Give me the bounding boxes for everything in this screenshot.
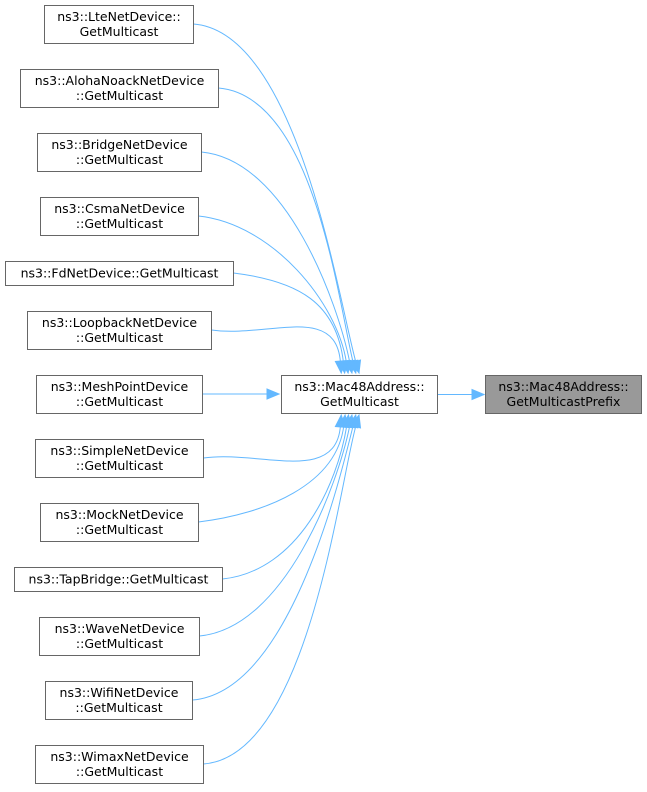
node-meshpoint[interactable]: ns3::MeshPointDevice::GetMulticast [36, 375, 203, 414]
edge-line [198, 215, 347, 363]
node-label-line: ::GetMulticast [76, 522, 163, 537]
edge-meshpoint [202, 388, 281, 400]
node-label-line: ns3::WifiNetDevice [60, 685, 179, 700]
graph-nodes: ns3::LteNetDevice::GetMulticastns3::Aloh… [5, 5, 642, 784]
edge-line [201, 151, 351, 363]
node-label-line: ::GetMulticast [76, 458, 163, 473]
edge-arrowhead [266, 388, 281, 400]
node-fd[interactable]: ns3::FdNetDevice::GetMulticast [5, 261, 234, 286]
node-label-line: ::GetMulticast [76, 152, 163, 167]
node-loopback[interactable]: ns3::LoopbackNetDevice::GetMulticast [27, 311, 212, 350]
graph-edges [192, 23, 486, 765]
node-label-line: ns3::Mac48Address:: [294, 379, 424, 394]
node-label-line: ::GetMulticast [75, 700, 162, 715]
node-box [27, 311, 212, 350]
edge-line [199, 425, 351, 637]
node-label-line: ns3::SimpleNetDevice [50, 443, 188, 458]
node-bridge[interactable]: ns3::BridgeNetDevice::GetMulticast [37, 133, 202, 172]
node-box [35, 439, 204, 478]
edge-loopback [211, 326, 347, 375]
node-box [36, 375, 203, 414]
node-label-line: GetMulticastPrefix [507, 394, 621, 409]
node-label-line: ns3::CsmaNetDevice [54, 201, 185, 216]
edge-line [192, 425, 354, 701]
edge-line [233, 272, 344, 363]
node-box [485, 375, 642, 414]
edge-fd [233, 272, 349, 375]
node-label-line: ns3::WimaxNetDevice [50, 749, 189, 764]
edge-line [222, 425, 348, 580]
node-box [40, 503, 199, 542]
node-label-line: GetMulticast [80, 24, 159, 39]
node-label-line: GetMulticast [320, 394, 399, 409]
node-box [14, 567, 223, 592]
node-wimax[interactable]: ns3::WimaxNetDevice::GetMulticast [35, 745, 204, 784]
node-box [281, 375, 438, 414]
node-label-line: ::GetMulticast [76, 636, 163, 651]
node-box [5, 261, 234, 286]
edge-line [218, 87, 354, 363]
node-label-line: ns3::MeshPointDevice [51, 379, 189, 394]
node-label-line: ns3::FdNetDevice::GetMulticast [21, 266, 219, 281]
node-label-line: ns3::BridgeNetDevice [51, 137, 188, 152]
edge-line [203, 425, 357, 765]
node-label-line: ns3::MockNetDevice [55, 507, 183, 522]
node-label-line: ::GetMulticast [76, 330, 163, 345]
node-label-line: ns3::LteNetDevice:: [57, 9, 180, 24]
node-mac48_getmulticast[interactable]: ns3::Mac48Address::GetMulticast [281, 375, 438, 414]
edge-line [203, 425, 341, 462]
node-label-line: ns3::LoopbackNetDevice [42, 315, 197, 330]
edge-arrowhead [350, 413, 362, 429]
node-tapbridge[interactable]: ns3::TapBridge::GetMulticast [14, 567, 223, 592]
node-mock[interactable]: ns3::MockNetDevice::GetMulticast [40, 503, 199, 542]
edge-line [211, 326, 341, 363]
node-box [40, 197, 199, 236]
node-csma[interactable]: ns3::CsmaNetDevice::GetMulticast [40, 197, 199, 236]
node-label-line: ::GetMulticast [76, 216, 163, 231]
node-label-line: ns3::WaveNetDevice [55, 621, 185, 636]
edge-simple [203, 413, 347, 462]
node-label-line: ns3::AlohaNoackNetDevice [35, 73, 205, 88]
edge-center-to-target [437, 388, 486, 401]
node-box [45, 681, 193, 720]
node-box [35, 745, 204, 784]
edge-mock [198, 413, 350, 523]
edge-line [198, 425, 345, 523]
node-label-line: ns3::Mac48Address:: [498, 379, 628, 394]
node-box [20, 69, 219, 108]
node-simple[interactable]: ns3::SimpleNetDevice::GetMulticast [35, 439, 204, 478]
node-label-line: ::GetMulticast [76, 764, 163, 779]
edge-arrowhead [471, 388, 486, 401]
node-box [44, 5, 194, 44]
edge-line [193, 23, 357, 363]
node-label-line: ::GetMulticast [76, 88, 163, 103]
node-wave[interactable]: ns3::WaveNetDevice::GetMulticast [39, 617, 200, 656]
edge-wimax [203, 413, 362, 765]
edge-wave [199, 413, 356, 637]
node-mac48_prefix[interactable]: ns3::Mac48Address::GetMulticastPrefix [485, 375, 642, 414]
node-aloha[interactable]: ns3::AlohaNoackNetDevice::GetMulticast [20, 69, 219, 108]
node-label-line: ns3::TapBridge::GetMulticast [29, 572, 209, 587]
node-box [37, 133, 202, 172]
node-box [39, 617, 200, 656]
edge-csma [198, 215, 352, 375]
node-label-line: ::GetMulticast [76, 394, 163, 409]
node-lte[interactable]: ns3::LteNetDevice::GetMulticast [44, 5, 194, 44]
node-wifi[interactable]: ns3::WifiNetDevice::GetMulticast [45, 681, 193, 720]
edge-arrowhead [334, 360, 347, 375]
